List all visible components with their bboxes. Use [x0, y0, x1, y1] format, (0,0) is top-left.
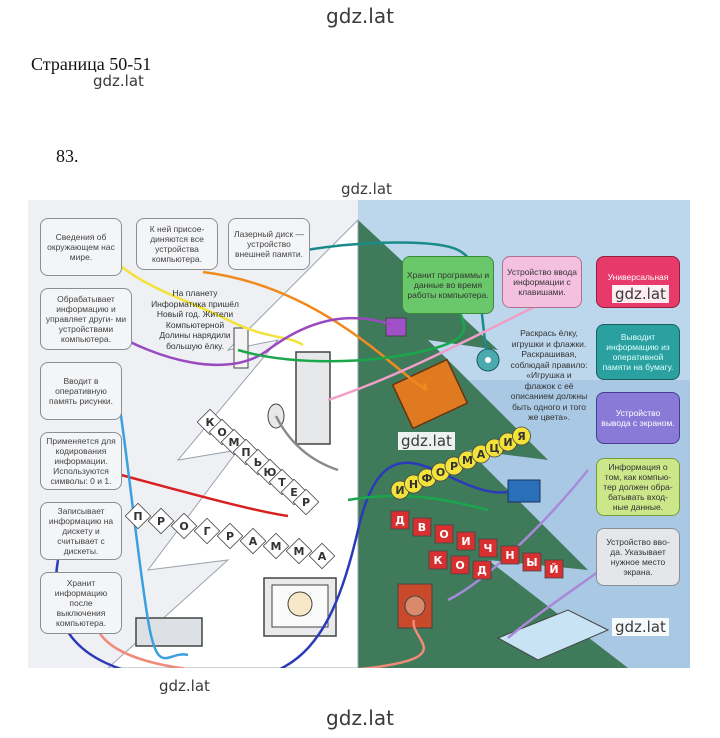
story-text: На планету Информатика пришёл Новый год.…: [151, 288, 239, 351]
garland-informatsiya-9: Я: [512, 426, 531, 446]
garland-letter: В: [418, 521, 426, 534]
garland-dvoichny-7: Й: [544, 559, 564, 579]
garland-programma-6: М: [262, 532, 290, 560]
garland-programma-5: А: [239, 527, 267, 555]
garland-programma-0: П: [124, 502, 152, 530]
garland-letter: Ч: [484, 542, 493, 555]
motherboard-icon: [391, 358, 469, 430]
task-number: 83.: [56, 146, 79, 166]
watermark-mid-right: gdz.lat: [612, 285, 669, 303]
box-program-description: Информация о том, как компью- тер должен…: [596, 458, 680, 516]
garland-letter: М: [462, 454, 473, 467]
garland-letter: К: [206, 416, 215, 429]
box-scanner-description: Вводит в оперативную память рисунки.: [40, 362, 122, 420]
garland-dvoichny-4: Ч: [478, 538, 498, 558]
garland-letter: Р: [302, 496, 310, 509]
garland-letter: Я: [517, 430, 525, 443]
garland-letter: Р: [226, 530, 234, 543]
garland-letter: А: [318, 550, 327, 563]
garland-letter: И: [461, 535, 470, 548]
garland-letter: А: [477, 448, 486, 461]
garland-kompyuter-8: Р: [292, 488, 320, 516]
garland-letter: Т: [278, 476, 286, 489]
box-ram-description: Хранит программы и данные во время работ…: [402, 256, 494, 314]
garland-kod-1: О: [450, 555, 470, 575]
garland-dvoichny-1: В: [412, 517, 432, 537]
garland-letter: О: [439, 528, 448, 541]
garland-dvoichny-3: И: [456, 531, 476, 551]
scanner-icon: [496, 609, 610, 661]
watermark-lower-right: gdz.lat: [612, 618, 669, 636]
box-laser-disc-description: Лазерный диск — устройство внешней памят…: [228, 218, 310, 270]
garland-kod-0: К: [428, 550, 448, 570]
instruction-text: Раскрась ёлку, игрушки и флажки. Раскраш…: [510, 328, 588, 422]
garland-letter: М: [294, 545, 305, 558]
garland-programma-7: М: [285, 537, 313, 565]
page-label: Страница 50-51: [31, 54, 152, 74]
box-hard-drive-description: Хранит информацию после выключения компь…: [40, 572, 122, 634]
watermark-center: gdz.lat: [398, 432, 455, 450]
garland-letter: О: [179, 520, 188, 533]
garland-letter: Д: [477, 564, 487, 577]
garland-letter: Н: [409, 478, 418, 491]
watermark-above-image: gdz.lat: [338, 180, 395, 198]
garland-dvoichny-6: Ы: [522, 552, 542, 572]
watermark-top: gdz.lat: [326, 4, 394, 28]
garland-letter: П: [241, 446, 250, 459]
box-processor-description: Обрабатывает информацию и управляет друг…: [40, 288, 132, 350]
garland-programma-4: Р: [216, 522, 244, 550]
watermark-under-title: gdz.lat: [90, 72, 147, 90]
box-information-about-world: Сведения об окружающем нас мире.: [40, 218, 122, 276]
garland-letter: Ц: [489, 442, 499, 455]
garland-kod-2: Д: [472, 560, 492, 580]
garland-letter: И: [503, 436, 512, 449]
garland-letter: Р: [157, 515, 165, 528]
memory-module-icon: [233, 327, 249, 369]
box-floppy-drive-description: Записывает информацию на дискету и считы…: [40, 502, 122, 560]
box-mouse-description: Устройство вво- да. Указывает нужное мес…: [596, 528, 680, 586]
garland-letter: Ы: [526, 556, 537, 569]
box-monitor-description: Устройство вывода с экраном.: [596, 392, 680, 444]
garland-letter: М: [229, 436, 240, 449]
garland-programma-8: А: [308, 542, 336, 570]
box-motherboard-description: К ней присое- диняются все устройства ко…: [136, 218, 218, 270]
garland-letter: Е: [290, 486, 298, 499]
garland-letter: К: [434, 554, 443, 567]
garland-letter: Ь: [254, 456, 262, 469]
box-printer-description: Выводит информацию из оперативной памяти…: [596, 324, 680, 380]
garland-dvoichny-0: Д: [390, 510, 410, 530]
garland-programma-3: Г: [193, 517, 221, 545]
garland-letter: И: [395, 484, 404, 497]
garland-letter: Р: [450, 460, 458, 473]
garland-letter: О: [217, 426, 226, 439]
garland-letter: О: [436, 466, 445, 479]
garland-dvoichny-5: Н: [500, 545, 520, 565]
garland-letter: А: [249, 535, 258, 548]
worksheet-illustration: Сведения об окружающем нас мире. К ней п…: [28, 200, 690, 668]
garland-letter: Н: [505, 549, 514, 562]
watermark-bottom: gdz.lat: [326, 706, 394, 730]
garland-dvoichny-2: О: [434, 524, 454, 544]
garland-letter: Г: [203, 525, 210, 538]
garland-letter: Й: [549, 563, 558, 576]
garland-letter: М: [271, 540, 282, 553]
box-binary-code-description: Применяется для кодирования информации. …: [40, 432, 122, 490]
garland-letter: О: [455, 559, 464, 572]
keyboard-icon: [295, 351, 331, 445]
garland-programma-2: О: [170, 512, 198, 540]
garland-letter: Д: [395, 514, 405, 527]
watermark-image-bottom: gdz.lat: [156, 677, 213, 695]
garland-letter: Ю: [264, 466, 277, 479]
printer-icon: [135, 617, 203, 647]
garland-programma-1: Р: [147, 507, 175, 535]
processor-chip-icon: [385, 317, 407, 337]
floppy-drive-icon: [507, 479, 541, 503]
garland-letter: П: [133, 510, 142, 523]
garland-letter: Ф: [422, 472, 433, 485]
box-keyboard-description: Устройство ввода информации с клавишами.: [502, 256, 582, 308]
